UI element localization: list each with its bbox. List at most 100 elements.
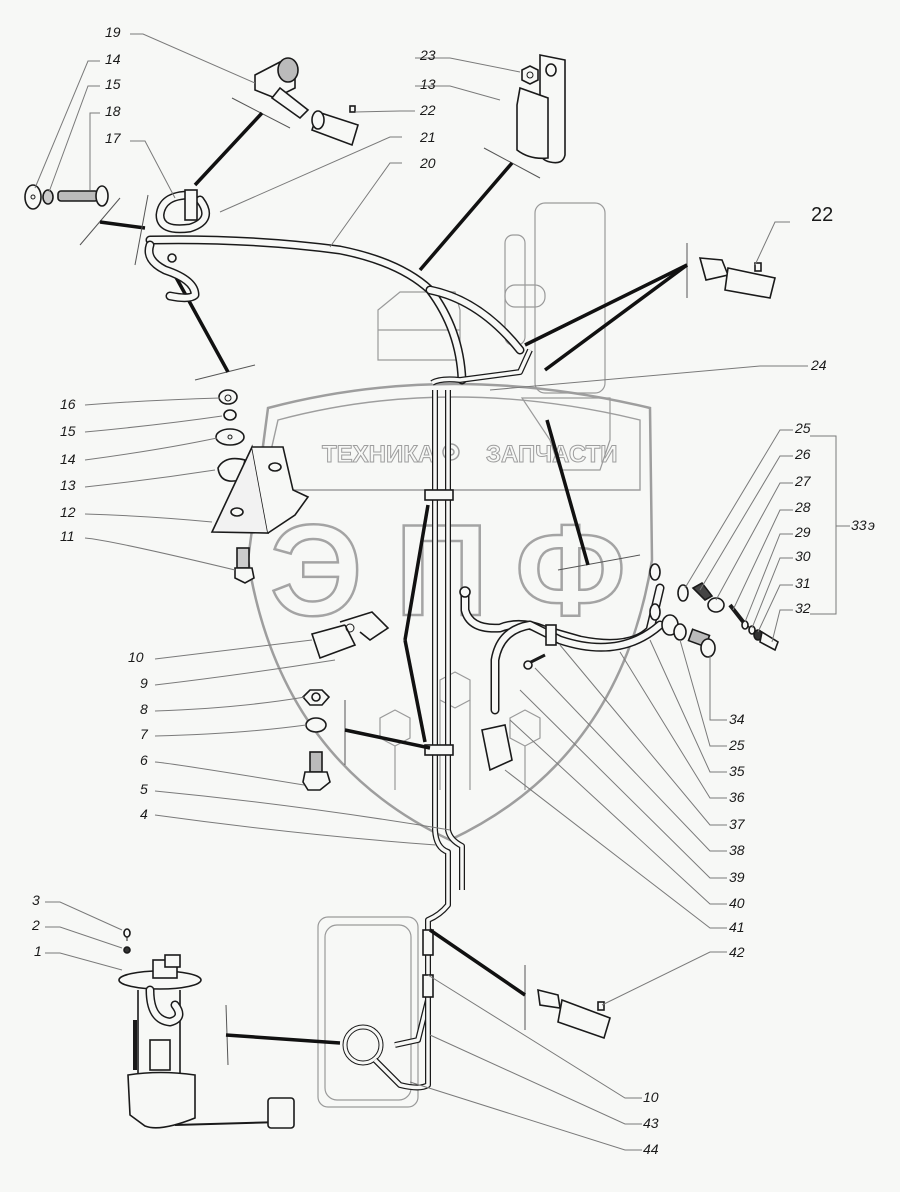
- callout-40: 40: [729, 895, 745, 911]
- callout-23: 23: [419, 47, 436, 63]
- part-1-fuel-pump-module: [118, 954, 295, 1129]
- callout-9: 9: [140, 675, 148, 691]
- assembly-pointers: [79, 97, 689, 1066]
- callout-22-large: 22: [811, 204, 833, 226]
- part-14-washer-b: [215, 428, 245, 446]
- part-7-lockwasher: [305, 717, 327, 733]
- callout-22: 22: [419, 102, 436, 118]
- callout-34: 34: [729, 711, 745, 727]
- callout-7: 7: [140, 726, 149, 742]
- callout-14: 14: [60, 451, 76, 467]
- callout-26: 26: [794, 446, 811, 462]
- watermark: ТЕХНИКА ЗАПЧАСТИ Э П Ф: [246, 382, 654, 842]
- part-6-bolt: [302, 751, 331, 791]
- pipe-clip-upper: [424, 489, 454, 501]
- callout-25: 25: [794, 420, 811, 436]
- callout-30: 30: [795, 548, 811, 564]
- ghost-tank-filler: [534, 202, 606, 394]
- watermark-word-left: ТЕХНИКА: [322, 441, 435, 468]
- callout-1: 1: [34, 943, 42, 959]
- part-15-lockwasher-a: [42, 189, 54, 205]
- watermark-word-right: ЗАПЧАСТИ: [486, 441, 618, 468]
- callout-13: 13: [420, 76, 436, 92]
- ghost-outlines: [317, 202, 611, 1108]
- callout-17: 17: [105, 130, 122, 146]
- watermark-letter-f: Ф: [515, 497, 626, 643]
- pipe-connector: [422, 929, 434, 956]
- part-11-bolt: [234, 547, 255, 584]
- callout-5: 5: [140, 781, 148, 797]
- callout-27: 27: [794, 473, 812, 489]
- callout-16: 16: [60, 396, 76, 412]
- callout-39: 39: [729, 869, 745, 885]
- part-32-bolt: [759, 630, 779, 652]
- part-10-clip: [310, 611, 390, 660]
- part-25-washer-a: [649, 563, 661, 581]
- part-13-bracket-top: [516, 54, 566, 164]
- fuel-pipes: [145, 235, 533, 1091]
- callout-43: 43: [643, 1115, 659, 1131]
- callout-21: 21: [419, 129, 436, 145]
- part-26-seal: [691, 581, 714, 601]
- callout-15: 15: [60, 423, 76, 439]
- part-14-washer-a: [24, 184, 42, 210]
- watermark-banner: [261, 396, 641, 491]
- callout-11: 11: [60, 528, 75, 544]
- callout-19: 19: [105, 24, 121, 40]
- callout-35: 35: [729, 763, 745, 779]
- callout-6: 6: [140, 752, 148, 768]
- callout-33-group: 33 э: [851, 517, 875, 533]
- callout-4: 4: [140, 806, 148, 822]
- callout-44: 44: [643, 1141, 659, 1157]
- callout-31: 31: [795, 575, 811, 591]
- callout-38: 38: [729, 842, 745, 858]
- callout-32: 32: [795, 600, 811, 616]
- callout-24: 24: [810, 357, 827, 373]
- part-16-nut: [218, 389, 238, 405]
- callout-20: 20: [419, 155, 436, 171]
- callout-33-suffix: э: [868, 517, 875, 533]
- part-12-bracket: [210, 444, 310, 534]
- callout-28: 28: [794, 499, 811, 515]
- callout-41: 41: [729, 919, 745, 935]
- part-19-elbow: [254, 57, 310, 120]
- fuel-filter: [481, 724, 513, 772]
- callout-36: 36: [729, 789, 745, 805]
- callout-10: 10: [128, 649, 144, 665]
- part-15-lockwasher-b: [223, 409, 237, 421]
- callout-42: 42: [729, 944, 745, 960]
- callout-14: 14: [105, 51, 121, 67]
- leader-lines: [34, 33, 850, 1151]
- part-27-fitting: [707, 597, 725, 613]
- part-2-washer: [123, 946, 131, 954]
- ghost-neck: [520, 397, 611, 471]
- callout-37: 37: [729, 816, 746, 832]
- hose-assembly-right: [459, 583, 665, 772]
- watermark-wheat: [379, 671, 541, 790]
- part-18-bolt: [57, 185, 109, 207]
- part-23-nut: [521, 65, 539, 85]
- callout-8: 8: [140, 701, 148, 717]
- part-17-clamp: [144, 189, 211, 303]
- callout-10: 10: [643, 1089, 659, 1105]
- callout-labels: 19 14 15 18 17 16 15 14 13 12 11 10 9 8 …: [31, 24, 875, 1157]
- ghost-tank: [317, 916, 419, 1108]
- callout-29: 29: [794, 524, 811, 540]
- part-3-screw: [123, 928, 131, 941]
- callout-33: 33: [851, 517, 867, 533]
- callout-2: 2: [31, 917, 40, 933]
- part-8-grommet: [301, 689, 331, 706]
- callout-3: 3: [32, 892, 40, 908]
- part-42-connector: [537, 988, 611, 1040]
- callout-12: 12: [60, 504, 76, 520]
- callout-13: 13: [60, 477, 76, 493]
- pipe-clip-lower: [424, 744, 454, 756]
- part-22-connector-b: [698, 257, 776, 299]
- hose-20: [145, 235, 467, 385]
- callout-15: 15: [105, 76, 121, 92]
- ghost-canister: [377, 291, 461, 361]
- callout-25: 25: [728, 737, 745, 753]
- callout-18: 18: [105, 103, 121, 119]
